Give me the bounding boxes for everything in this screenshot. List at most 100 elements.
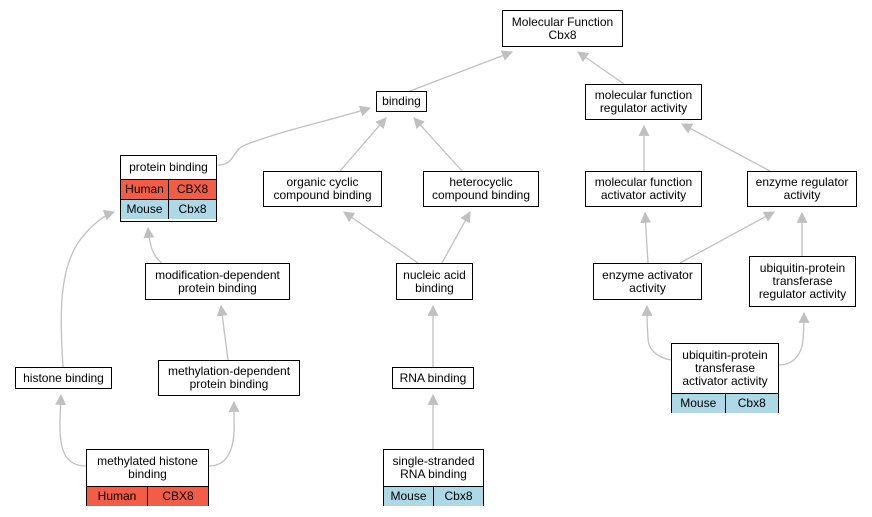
term-label: histone binding	[16, 368, 111, 388]
term-label-line: Molecular Function	[511, 14, 614, 29]
term-label-line: activator activity	[600, 188, 687, 202]
gene-row-mouse[interactable]: Mouse Cbx8	[672, 393, 778, 413]
edge-protein_binding-to-binding	[217, 105, 372, 166]
term-label-line: molecular function	[594, 88, 693, 102]
go-term-rna-binding[interactable]: RNA binding	[392, 367, 474, 389]
term-label-line: methylated histone	[97, 454, 198, 468]
term-label-line: Cbx8	[548, 27, 577, 42]
species-cell: Human	[97, 489, 137, 503]
term-label-line: transferase	[694, 361, 756, 375]
term-label-line: RNA binding	[400, 467, 467, 481]
term-label-line: binding	[128, 467, 167, 481]
term-label-line: activity	[783, 188, 821, 202]
gene-symbol-cell: Cbx8	[724, 394, 779, 413]
species-cell: Human	[125, 182, 164, 196]
gene-symbol-cell: Cbx8	[168, 200, 216, 219]
gene-row-mouse[interactable]: Mouse Cbx8	[384, 486, 483, 506]
edge-nucleic_acid-to-heterocyclic	[441, 211, 471, 264]
term-label-line: binding	[382, 94, 421, 108]
edge-heterocyclic-to-binding	[413, 117, 463, 172]
gene-row-human[interactable]: Human CBX8	[121, 179, 216, 199]
term-label-line: protein binding	[189, 377, 269, 391]
term-label-line: compound binding	[431, 188, 531, 202]
term-label-line: compound binding	[273, 188, 372, 202]
term-label-line: activity	[629, 280, 666, 295]
term-label-line: binding	[415, 280, 454, 295]
edge-mod_dependent-to-protein_binding	[143, 226, 163, 264]
term-label-line: enzyme activator	[602, 267, 693, 282]
edge-methylated_histone-to-methyl_dependent	[208, 400, 240, 467]
term-label-line: ubiquitin-protein	[682, 348, 768, 362]
term-label-line: heterocyclic	[449, 175, 513, 189]
gene-symbol-cell: CBX8	[147, 487, 208, 506]
term-label-line: transferase	[772, 274, 833, 288]
edge-ubq_activator-to-enzyme_activator	[641, 304, 672, 361]
edge-enzyme_activator-to-mf_activator	[640, 211, 652, 264]
term-label-line: histone binding	[23, 370, 104, 385]
go-term-binding[interactable]: binding	[376, 91, 427, 112]
term-label-line: methylation-dependent	[167, 364, 291, 378]
gene-row-human[interactable]: Human CBX8	[87, 486, 208, 506]
term-label: RNA binding	[393, 368, 473, 388]
edge-enzyme_activator-to-enzyme_regulator	[679, 211, 775, 264]
go-term-histone-binding[interactable]: histone binding	[15, 367, 112, 389]
term-label-line: modification-dependent	[155, 267, 280, 282]
edge-organic_cyclic-to-binding	[339, 117, 387, 172]
edge-mf_regulator-to-mf_root	[577, 51, 625, 85]
term-label: binding	[377, 92, 426, 111]
term-label-line: activator activity	[682, 374, 768, 388]
species-cell: Mouse	[390, 489, 427, 503]
edge-histone_binding-to-protein_binding	[60, 209, 116, 368]
edge-nucleic_acid-to-organic_cyclic	[343, 211, 419, 264]
term-label-line: regulator activity	[599, 101, 688, 115]
edge-methylated_histone-to-histone_binding	[55, 393, 87, 467]
term-label-line: ubiquitin-protein	[759, 261, 846, 275]
term-label: protein binding	[121, 156, 216, 179]
edge-enzyme_regulator-to-mf_regulator	[681, 123, 771, 172]
term-label-line: molecular function	[594, 175, 693, 189]
gene-symbol-cell: Cbx8	[433, 487, 483, 506]
gene-symbol-cell: CBX8	[168, 180, 216, 199]
term-label-line: single-stranded	[392, 454, 475, 468]
term-label-line: enzyme regulator	[755, 175, 849, 189]
term-label-line: protein binding	[129, 160, 208, 174]
term-label-line: organic cyclic	[286, 175, 359, 189]
term-label-line: protein binding	[178, 280, 257, 295]
species-cell: Mouse	[680, 396, 717, 410]
edge-ubq_activator-to-ubq_regulator	[778, 311, 810, 366]
term-label-line: nucleic acid	[403, 267, 466, 282]
term-label-line: RNA binding	[399, 370, 467, 385]
